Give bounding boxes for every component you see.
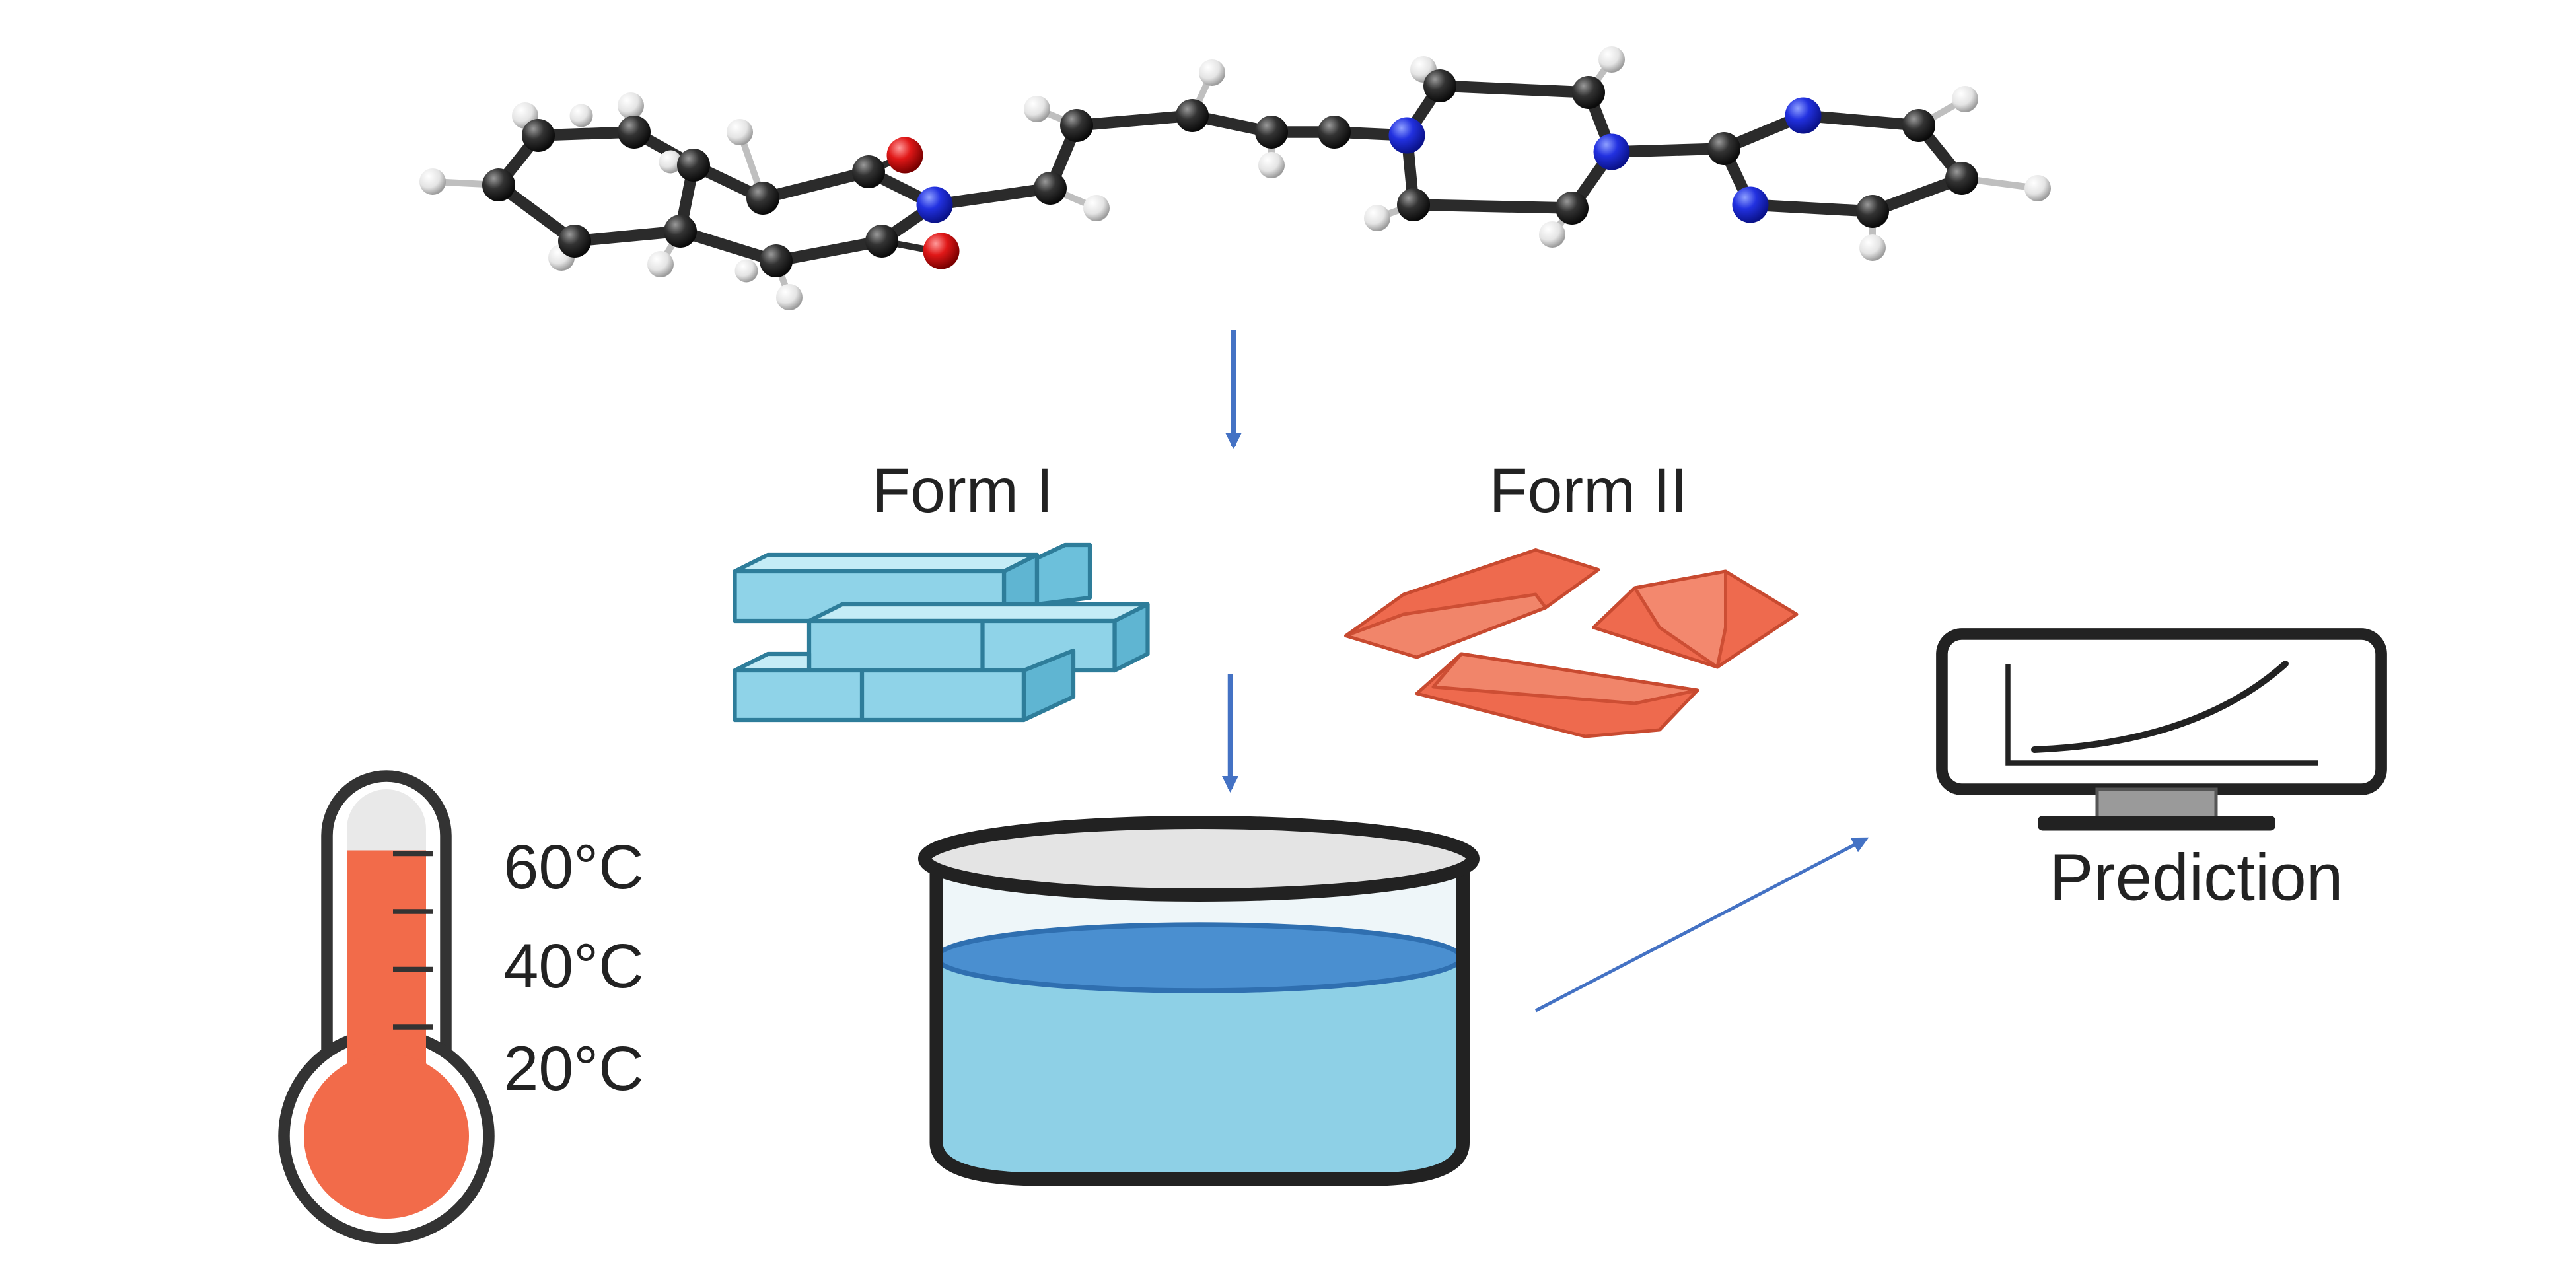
temperature-label-60: 60°C (504, 832, 644, 902)
form-1-crystal-stack (733, 542, 1150, 723)
temperature-label-40: 40°C (504, 931, 644, 1001)
monitor-chart-icon (1936, 628, 2387, 831)
form-2-crystal-prisms (1344, 548, 1799, 738)
form-1-label: Form I (872, 456, 1053, 526)
beaker-icon (918, 816, 1480, 1186)
arrow-to-prediction (1534, 837, 1869, 1013)
molecule-model (419, 46, 2051, 310)
temperature-label-20: 20°C (504, 1034, 644, 1104)
thermometer-icon (278, 770, 495, 1244)
prediction-label: Prediction (2050, 841, 2343, 915)
form-2-label: Form II (1489, 456, 1688, 526)
